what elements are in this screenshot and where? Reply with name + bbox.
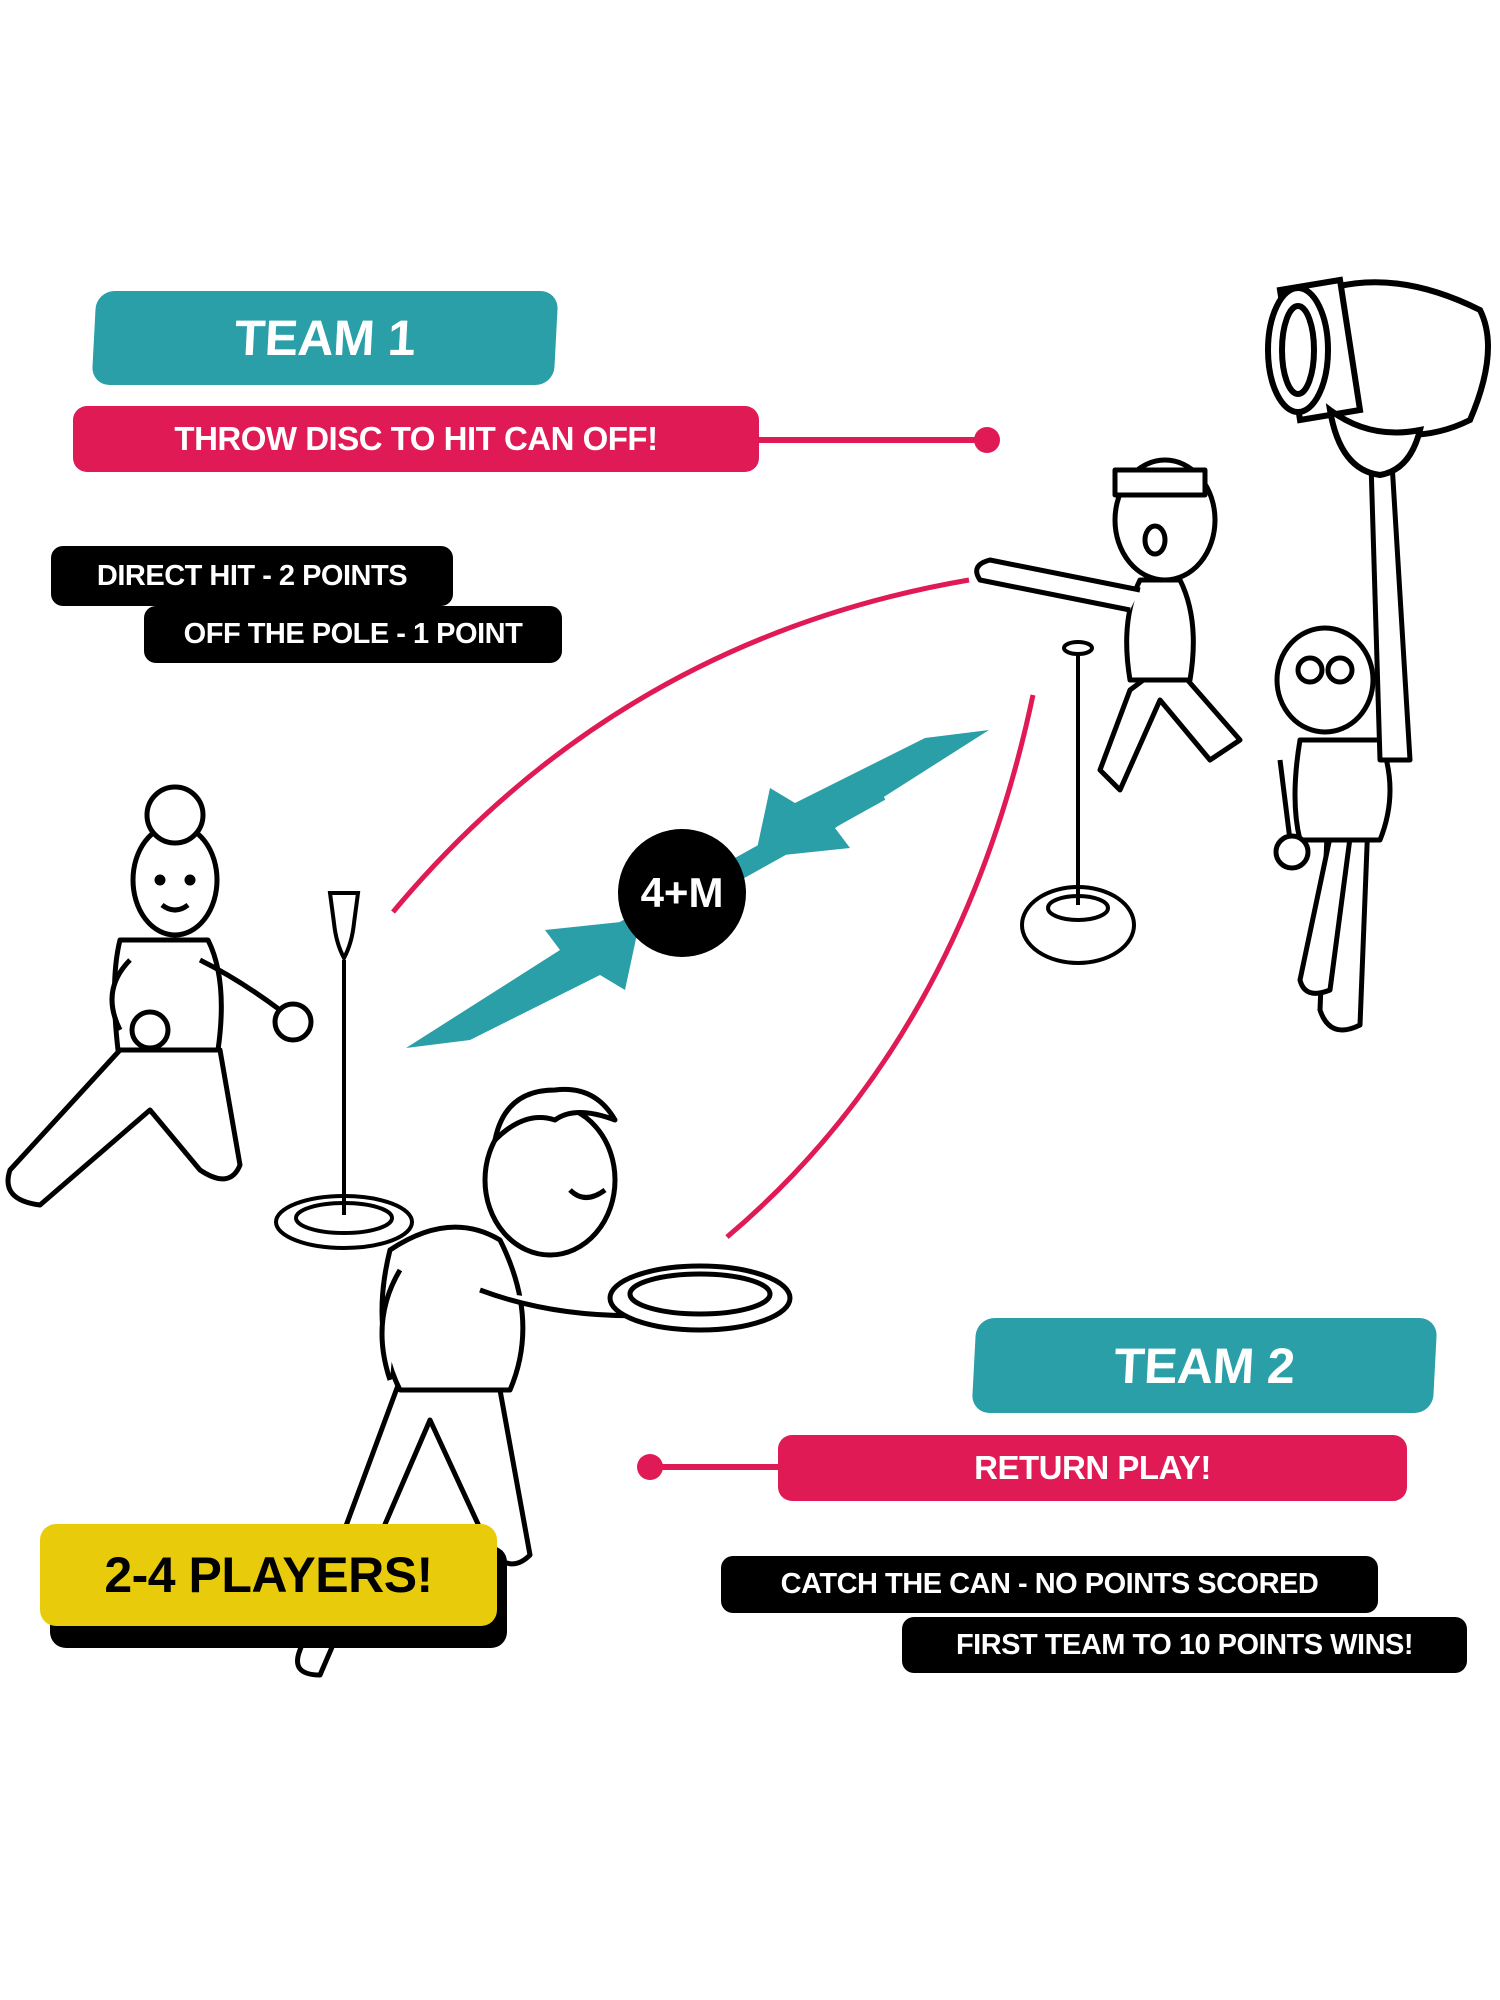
connector-dot [974,427,1000,453]
team2-title: TEAM 2 [971,1318,1438,1413]
team2-rule-win: FIRST TEAM TO 10 POINTS WINS! [902,1617,1467,1673]
throw-arc [725,694,1036,1239]
player-man-figure [974,457,1243,793]
player-oldman-figure [1273,427,1413,1033]
team2-action: RETURN PLAY! [778,1435,1407,1501]
connector-dot [637,1454,663,1480]
team1-rule-direct-hit: DIRECT HIT - 2 POINTS [51,546,453,606]
distance-badge: 4+M [618,829,746,957]
left-pole-icon [274,891,414,1250]
players-count-badge: 2-4 PLAYERS! [40,1524,497,1626]
can-icon [1265,276,1491,479]
player-boy-figure [295,1086,793,1678]
team1-title: TEAM 1 [91,291,559,385]
right-pole-icon [1020,640,1136,965]
throw-arc [391,577,970,914]
player-woman-figure [5,784,314,1208]
team1-rule-off-pole: OFF THE POLE - 1 POINT [144,606,562,663]
team1-action: THROW DISC TO HIT CAN OFF! [73,406,759,472]
team2-rule-catch: CATCH THE CAN - NO POINTS SCORED [721,1556,1378,1613]
